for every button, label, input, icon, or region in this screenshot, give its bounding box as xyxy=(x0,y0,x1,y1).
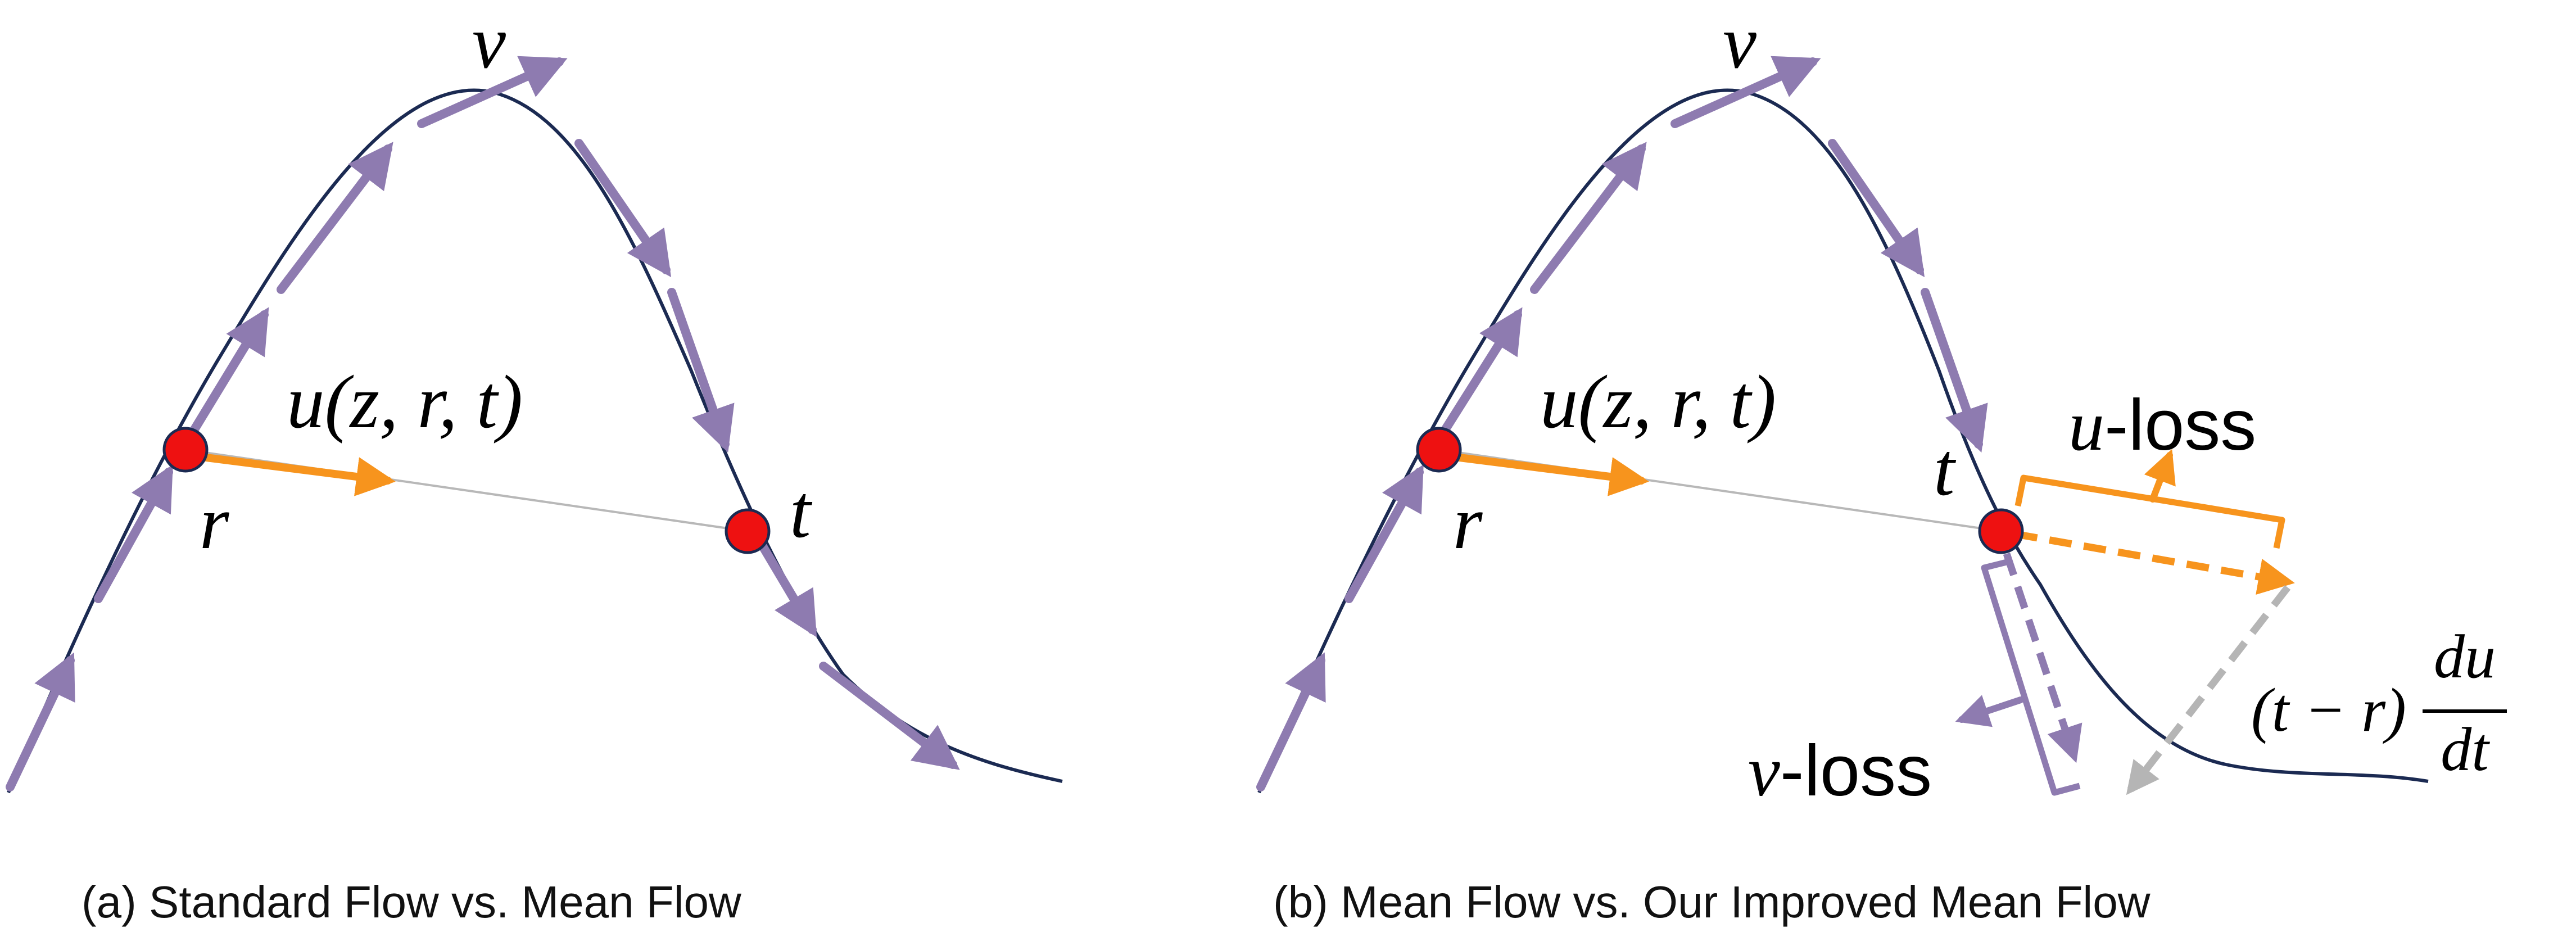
point-t xyxy=(725,508,771,554)
correction-prefix: (t − r) xyxy=(2251,676,2406,744)
velocity-arrow xyxy=(1256,652,1326,791)
u-loss-bracket xyxy=(2014,474,2285,549)
velocity-arrow xyxy=(94,464,173,603)
velocity-arrow xyxy=(1530,142,1647,294)
velocity-arrow xyxy=(1670,56,1821,128)
panel-a: v u(z, r, t) r t (a) Standard Flow vs. M… xyxy=(6,1,1063,927)
point-t-label: t xyxy=(790,470,813,554)
velocity-arrow xyxy=(1828,139,1925,278)
velocity-arrow xyxy=(1344,464,1424,603)
velocity-label: v xyxy=(1723,1,1756,84)
velocity-arrows xyxy=(6,56,960,791)
point-t xyxy=(1978,508,2024,554)
mean-velocity-label: u(z, r, t) xyxy=(1540,360,1776,444)
velocity-arrow xyxy=(1921,288,1988,453)
velocity-arrow xyxy=(181,307,269,449)
velocity-arrow xyxy=(819,662,960,770)
u-loss-suffix: -loss xyxy=(2104,385,2256,465)
caption-a: (a) Standard Flow vs. Mean Flow xyxy=(82,877,741,927)
velocity-arrow xyxy=(754,535,817,637)
dashed-velocity-arrow xyxy=(2003,552,2082,763)
panel-b: v u(z, r, t) r t u-loss v-loss (t − r) d… xyxy=(1256,1,2507,927)
velocity-arrow xyxy=(6,652,75,791)
point-r xyxy=(1416,427,1462,473)
velocity-arrow xyxy=(667,288,735,453)
v-loss-symbol: v xyxy=(1748,731,1780,811)
velocity-arrow xyxy=(417,56,568,128)
mean-velocity-arrow xyxy=(184,451,396,496)
point-t-label: t xyxy=(1934,428,1957,512)
u-loss-label: u-loss xyxy=(2068,385,2256,465)
mean-velocity-arrow xyxy=(1438,451,1649,496)
point-r xyxy=(162,427,209,473)
mean-velocity-label: u(z, r, t) xyxy=(287,360,523,444)
point-r-label: r xyxy=(200,481,229,565)
u-loss-pointer-arrow xyxy=(2144,449,2176,503)
caption-b: (b) Mean Flow vs. Our Improved Mean Flow xyxy=(1273,877,2151,927)
v-loss-bracket xyxy=(1981,559,2081,796)
dashed-mean-velocity-arrow xyxy=(2014,530,2295,595)
u-loss-symbol: u xyxy=(2068,386,2104,465)
derivative-arrow xyxy=(2126,585,2291,795)
point-r-label: r xyxy=(1453,481,1483,565)
correction-term: (t − r) du dt xyxy=(2251,622,2507,784)
velocity-arrow xyxy=(277,142,393,294)
velocity-arrow xyxy=(574,139,672,278)
v-loss-suffix: -loss xyxy=(1780,731,1932,811)
v-loss-pointer-arrow xyxy=(1955,695,2024,727)
velocity-label: v xyxy=(472,1,506,84)
correction-numerator: du xyxy=(2434,622,2496,691)
velocity-arrows xyxy=(1256,56,1988,791)
v-loss-label: v-loss xyxy=(1748,731,1932,811)
correction-denominator: dt xyxy=(2441,715,2490,784)
velocity-arrow xyxy=(1432,307,1523,449)
